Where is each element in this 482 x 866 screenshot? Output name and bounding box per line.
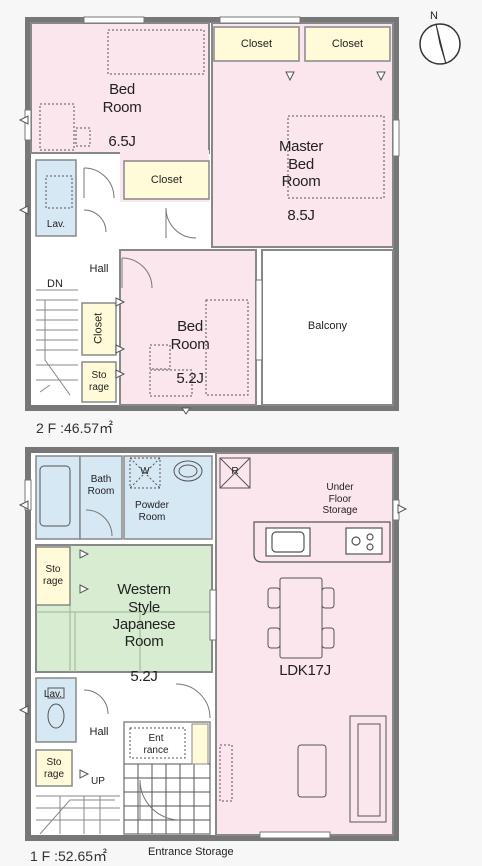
living-furniture [219,715,387,823]
compass [419,23,461,65]
japanese-room-name: Western Style Japanese Room [112,581,176,650]
entrance-storage-area [191,723,209,765]
bath-label: Bath Room [87,474,115,497]
bedroom-65-name: Bed Room [102,81,142,116]
dining-table [267,577,335,659]
closet-b-area [304,26,391,62]
hall-2f-label: Hall [89,263,109,275]
bath-area [35,455,81,540]
markers-2f [18,71,386,415]
storage-1f-a-area [35,546,71,606]
bedroom-52-area [119,249,257,406]
storage-1f-a-label: Sto rage [42,564,63,587]
markers-1f [18,500,408,779]
doors-1f [83,509,211,821]
underfloor-storage-label: Under Floor Storage [322,482,358,516]
compass-label: N [430,10,438,22]
storage-2f-area [81,361,117,403]
closet-side-label: Closet [92,312,105,344]
bedroom-52-label: Bed Room 5.2J [160,301,220,387]
dn-label: DN [47,278,63,290]
ldk-area [215,452,394,836]
fridge-label: R [231,466,239,477]
storage-1f-b-area [35,749,73,787]
lav-2f-label: Lav. [46,219,66,230]
balcony-label: Balcony [307,320,348,332]
bedroom-65-label: Bed Room 6.5J [92,64,152,150]
kitchen-counter [253,521,391,563]
stairs-2f [36,289,78,396]
floor-2f-caption: 2 F :46.57㎡ [36,420,114,436]
floor-2f [18,16,400,415]
lav-1f-area [35,677,77,743]
hall-1f-label: Hall [89,726,109,738]
closet-c-area [123,160,210,200]
windows-2f [24,16,400,361]
master-bedroom-label: Master Bed Room 8.5J [262,121,340,225]
ldk-label: LDK17J [279,662,331,679]
entrance-label: Ent rance [143,733,169,756]
closet-c-label: Closet [150,174,183,186]
furniture-2f [39,29,385,397]
doors-2f [83,167,197,289]
master-bedroom-name: Master Bed Room [278,138,324,190]
fixtures-1f [39,457,251,759]
closet-a-label: Closet [240,38,273,50]
lav-2f-area [35,159,77,237]
floor-1f [18,447,408,841]
closet-a-area [213,26,300,62]
japanese-room-label: Western Style Japanese Room 5.2J [100,564,188,685]
powder-room-label: Powder Room [135,500,169,523]
floor-1f-caption: 1 F :52.65㎡ [30,848,108,864]
up-label: UP [91,776,105,787]
bath-label-area [79,455,123,540]
master-bedroom-size: 8.5J [287,207,315,225]
closet-b-label: Closet [331,38,364,50]
storage-1f-b-label: Sto rage [43,757,64,780]
bedroom-52-size: 5.2J [176,370,204,387]
storage-2f-label: Sto rage [88,370,109,393]
entrance-storage-caption: Entrance Storage [148,846,234,858]
bedroom-65-size: 6.5J [108,133,136,150]
lav-1f-label: Lav. [43,689,63,700]
windows-1f [24,479,400,839]
closet-side-area [81,302,117,356]
bedroom-52-name: Bed Room [170,318,210,353]
japanese-room-size: 5.2J [130,667,158,685]
stairs-1f [36,795,120,835]
washer-label: W [140,466,150,477]
